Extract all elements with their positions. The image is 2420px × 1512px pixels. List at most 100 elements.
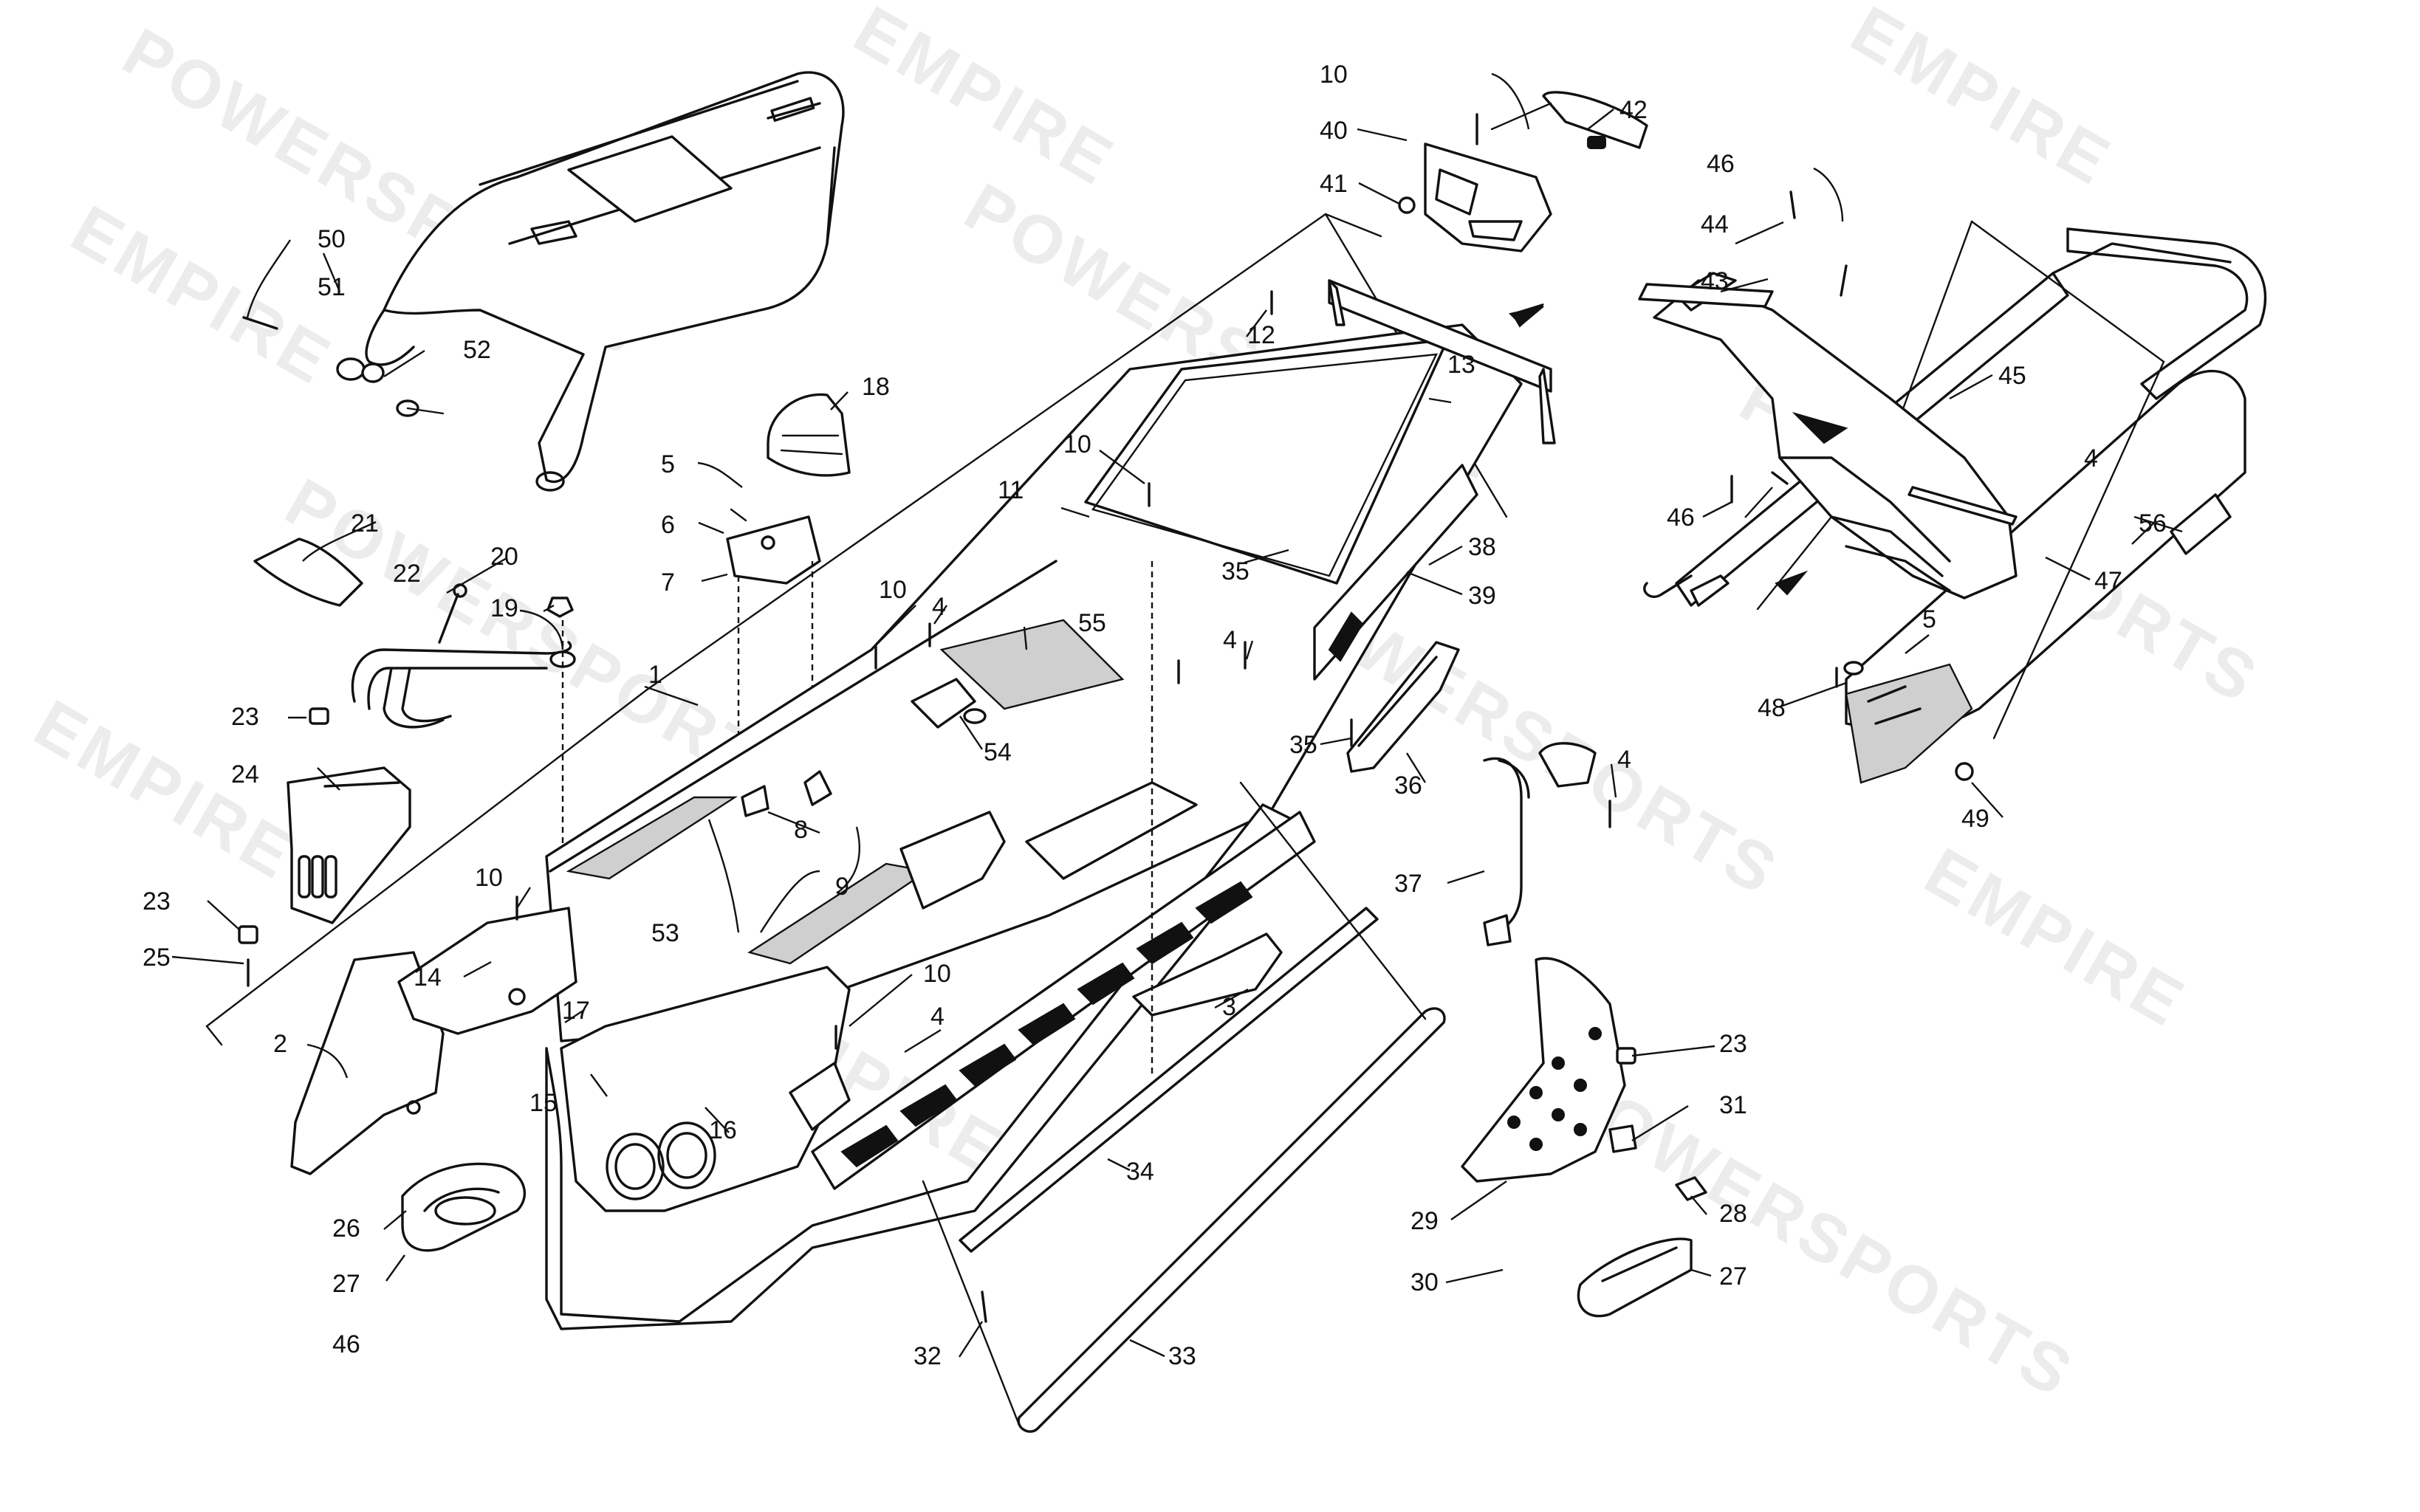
callout-5: 5	[661, 450, 675, 478]
callout-8: 8	[794, 816, 808, 844]
tunnel	[290, 323, 1523, 1330]
callout-22: 22	[393, 560, 421, 588]
callout-44: 44	[1701, 210, 1729, 238]
callout-29: 29	[1410, 1207, 1439, 1235]
fasteners	[515, 190, 1838, 1050]
callout-31: 31	[1719, 1091, 1747, 1119]
arrow-icon	[1775, 570, 1809, 596]
watermark-text: EMPIRE	[1839, 0, 2125, 201]
callout-10: 10	[475, 864, 503, 892]
callout-46: 46	[1667, 504, 1695, 532]
callout-17: 17	[562, 997, 590, 1025]
callout-33: 33	[1168, 1342, 1196, 1370]
callout-53: 53	[651, 919, 679, 947]
callout-24: 24	[231, 760, 259, 788]
callout-19: 19	[490, 594, 518, 622]
arrow-icon	[1511, 303, 1544, 328]
callout-16: 16	[709, 1116, 737, 1144]
callout-42: 42	[1619, 96, 1648, 124]
callout-32: 32	[914, 1342, 942, 1370]
seat	[365, 71, 845, 492]
callout-50: 50	[318, 225, 346, 253]
callout-4: 4	[932, 593, 946, 621]
strip-45	[1907, 486, 2018, 526]
callout-10: 10	[923, 960, 951, 988]
callout-23: 23	[143, 887, 171, 915]
watermark-text: EMPIRE	[1913, 834, 2199, 1042]
callout-36: 36	[1394, 772, 1422, 800]
callout-47: 47	[2094, 567, 2122, 595]
callout-48: 48	[1758, 694, 1786, 722]
heat-shield	[238, 707, 411, 987]
callout-13: 13	[1447, 351, 1475, 379]
hose-37	[1483, 742, 1597, 946]
callout-10: 10	[1320, 61, 1348, 89]
callout-2: 2	[273, 1030, 287, 1058]
callout-51: 51	[318, 273, 346, 301]
callout-4: 4	[930, 1003, 945, 1031]
callout-37: 37	[1394, 870, 1422, 898]
callout-46: 46	[332, 1330, 360, 1358]
toe-hold-28	[1577, 1176, 1707, 1318]
callout-30: 30	[1410, 1268, 1439, 1296]
side-panel-36	[1346, 641, 1460, 773]
callout-7: 7	[661, 568, 675, 597]
callout-28: 28	[1719, 1200, 1747, 1228]
callout-4: 4	[1223, 626, 1237, 654]
callout-5: 5	[1922, 605, 1936, 633]
footrest-29	[1461, 957, 1637, 1183]
watermark-text: EMPIRE	[842, 0, 1128, 201]
running-board-cutouts	[840, 881, 1253, 1168]
bolt-32	[981, 1291, 987, 1323]
callout-52: 52	[463, 336, 491, 364]
callout-23: 23	[231, 703, 259, 731]
callout-54: 54	[984, 738, 1012, 766]
rear-flap	[1653, 272, 2018, 599]
callout-56: 56	[2139, 509, 2167, 537]
callout-20: 20	[490, 543, 518, 571]
callout-10: 10	[879, 576, 907, 604]
callout-9: 9	[835, 873, 849, 901]
rear-hardware	[1843, 661, 1974, 784]
callout-3: 3	[1222, 993, 1236, 1021]
leader-lines	[171, 72, 2183, 1358]
callout-11: 11	[998, 476, 1024, 504]
callout-43: 43	[1701, 267, 1729, 295]
callout-35: 35	[1221, 557, 1250, 585]
callout-4: 4	[2084, 444, 2098, 472]
callout-27: 27	[332, 1270, 360, 1298]
watermark-text: POWERSPORTS	[1543, 1055, 2088, 1412]
callout-4: 4	[1617, 746, 1631, 774]
watermark-text: EMPIRE	[59, 191, 346, 400]
callout-18: 18	[862, 373, 890, 401]
callout-40: 40	[1320, 117, 1348, 145]
callout-23: 23	[1719, 1030, 1747, 1058]
light-bracket	[1398, 91, 1648, 252]
callout-41: 41	[1320, 170, 1348, 198]
bag-part	[767, 393, 851, 477]
left-accessories	[253, 537, 576, 1041]
callout-45: 45	[1998, 362, 2026, 390]
direction-arrows	[1511, 303, 1809, 596]
callout-12: 12	[1247, 321, 1275, 349]
callout-15: 15	[529, 1089, 558, 1117]
seat-fasteners	[242, 316, 445, 417]
callout-6: 6	[661, 511, 675, 539]
callout-39: 39	[1468, 582, 1496, 610]
rod-33	[922, 781, 1446, 1433]
callout-27: 27	[1719, 1262, 1747, 1291]
callout-21: 21	[351, 509, 379, 537]
callout-labels: 1 2 3 4 4 4 4 4 5 5 6 7 8 9 10 10 10 10 …	[143, 61, 2167, 1370]
rail-34	[959, 561, 1379, 1253]
callout-14: 14	[414, 963, 442, 992]
callout-1: 1	[648, 661, 662, 689]
callout-38: 38	[1468, 533, 1496, 561]
callout-34: 34	[1126, 1158, 1154, 1186]
watermark-text: EMPIRE	[22, 686, 309, 895]
callout-25: 25	[143, 944, 171, 972]
callout-46: 46	[1707, 150, 1735, 178]
callout-26: 26	[332, 1214, 360, 1243]
plate-3	[1132, 932, 1283, 1017]
callout-10: 10	[1063, 430, 1091, 458]
